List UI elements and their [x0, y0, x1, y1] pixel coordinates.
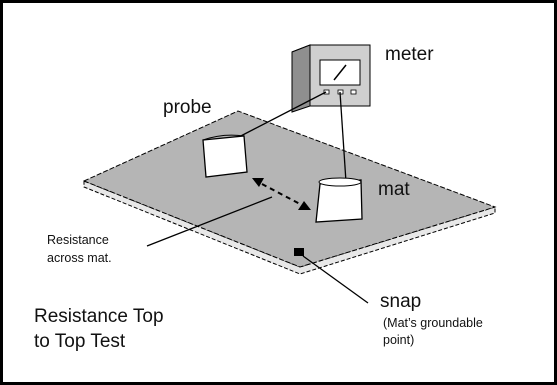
resistance-across-label-line2: across mat. — [47, 251, 112, 265]
meter-jack-left — [323, 89, 330, 95]
diagram-title-line2: to Top Test — [34, 331, 126, 352]
snap-note-line2: point) — [383, 333, 415, 347]
probe-left — [202, 134, 248, 178]
meter-box — [291, 44, 371, 113]
resistance-arrow — [252, 178, 311, 210]
mat-surface — [82, 110, 497, 268]
resistance-across-label-line1: Resistance — [47, 233, 109, 247]
diagram-title-line1: Resistance Top — [34, 306, 164, 327]
mat-label: mat — [378, 179, 410, 200]
probe-label: probe — [163, 97, 212, 118]
probe-right — [315, 177, 363, 223]
snap-callout-line — [302, 255, 369, 304]
resistance-callout-line — [146, 196, 273, 247]
snap-marker — [294, 248, 304, 256]
mat-edge — [83, 180, 496, 275]
meter-jack-extra — [350, 89, 357, 95]
snap-label: snap — [380, 291, 422, 312]
probe-lead-left — [232, 91, 327, 141]
meter-needle — [333, 64, 347, 81]
snap-note-line1: (Mat’s groundable — [383, 316, 483, 330]
meter-label: meter — [385, 44, 434, 65]
probe-lead-right — [339, 91, 347, 183]
